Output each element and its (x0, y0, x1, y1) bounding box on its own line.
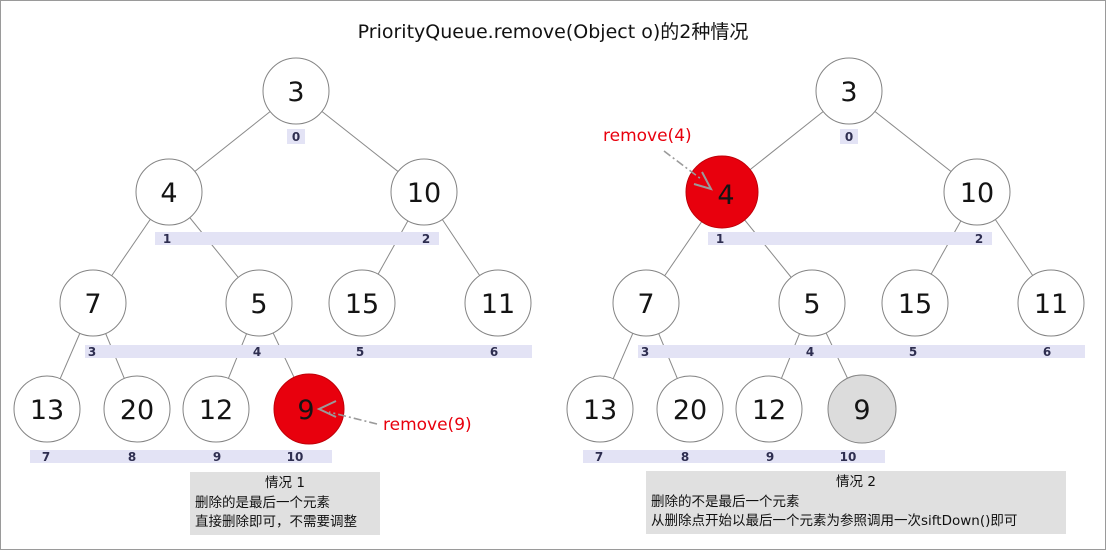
index-label: 2 (975, 232, 983, 246)
index-bar (30, 450, 332, 463)
heap-node-value: 20 (120, 395, 154, 426)
case1-caption-line2: 直接删除即可，不需要调整 (195, 514, 357, 531)
index-label: 7 (595, 450, 603, 464)
index-label: 9 (766, 450, 774, 464)
heap-node-removed (827, 374, 897, 444)
index-label: 2 (422, 232, 430, 246)
heap-node (943, 158, 1011, 226)
heap-node (262, 57, 330, 125)
heap-node (225, 269, 293, 337)
heap-node (135, 158, 203, 226)
index-label: 3 (641, 345, 649, 359)
heap-node-value: 4 (717, 180, 734, 211)
remove-arrow-line (663, 150, 702, 180)
index-label: 4 (806, 345, 814, 359)
heap-node-value: 4 (160, 178, 177, 209)
heap-node (13, 375, 81, 443)
heap-node (815, 57, 883, 125)
heap-node (1017, 269, 1085, 337)
remove-label: remove(9) (383, 415, 472, 435)
case2-caption-line2: 从删除点开始以最后一个元素为参照调用一次siftDown()即可 (651, 513, 1018, 530)
index-bar (85, 345, 532, 358)
heap-node (612, 269, 680, 337)
heap-node (59, 269, 127, 337)
heap-node-value: 9 (853, 395, 870, 426)
index-label: 7 (42, 450, 50, 464)
index-label: 6 (490, 345, 498, 359)
case2-caption-line1: 删除的不是最后一个元素 (651, 493, 800, 510)
heap-node (464, 269, 532, 337)
heap-node-value: 20 (673, 395, 707, 426)
index-label: 0 (845, 130, 853, 144)
heap-node-value: 7 (637, 289, 654, 320)
index-label: 10 (287, 450, 304, 464)
heap-node-value: 11 (1034, 289, 1068, 320)
heap-node (881, 269, 949, 337)
index-bar (638, 345, 1085, 358)
index-label: 3 (88, 345, 96, 359)
heap-node (328, 269, 396, 337)
heap-node-value: 10 (407, 178, 441, 209)
remove-arrowhead-icon (316, 400, 337, 418)
heap-node (735, 375, 803, 443)
index-label: 6 (1043, 345, 1051, 359)
case1-caption-line1: 删除的是最后一个元素 (195, 494, 330, 511)
heap-node-value: 5 (250, 289, 267, 320)
heap-node-value: 3 (840, 77, 857, 108)
heap-node-value: 5 (803, 289, 820, 320)
page-title: PriorityQueue.remove(Object o)的2种情况 (357, 21, 749, 43)
heap-node (566, 375, 634, 443)
remove-arrowhead-icon (693, 171, 713, 191)
index-label: 8 (128, 450, 136, 464)
case1-caption: 情况 1 删除的是最后一个元素 直接删除即可，不需要调整 (190, 472, 380, 535)
heap-node-value: 13 (583, 395, 617, 426)
index-label: 1 (716, 232, 724, 246)
index-bar (583, 450, 885, 463)
index-label: 10 (840, 450, 857, 464)
heap-node (778, 269, 846, 337)
heap-node-value: 3 (287, 77, 304, 108)
index-bar (708, 232, 992, 245)
heap-node-value: 10 (960, 178, 994, 209)
heap-node-highlighted (273, 373, 345, 445)
index-label: 4 (253, 345, 261, 359)
heap-node-value: 12 (199, 395, 233, 426)
index-bar (840, 129, 858, 144)
left-tree: 0 1 2 3 4 5 6 7 8 9 10 3 4 10 (13, 57, 532, 464)
case2-caption-title: 情况 2 (836, 474, 876, 490)
index-label: 1 (163, 232, 171, 246)
index-label: 5 (909, 345, 917, 359)
case1-caption-title: 情况 1 (265, 475, 305, 491)
remove-label: remove(4) (603, 126, 692, 146)
index-bar (155, 232, 439, 245)
heap-node-value: 12 (752, 395, 786, 426)
heap-node-value: 7 (84, 289, 101, 320)
index-label: 8 (681, 450, 689, 464)
heap-node-value: 11 (481, 289, 515, 320)
heap-node-value: 9 (297, 395, 314, 426)
index-label: 9 (213, 450, 221, 464)
index-label: 0 (292, 130, 300, 144)
index-bar (287, 129, 305, 144)
heap-node (182, 375, 250, 443)
heap-node-value: 15 (345, 289, 379, 320)
heap-node-value: 15 (898, 289, 932, 320)
case2-caption: 情况 2 删除的不是最后一个元素 从删除点开始以最后一个元素为参照调用一次sif… (646, 471, 1066, 534)
heap-node (390, 158, 458, 226)
heap-node (103, 375, 171, 443)
heap-node (656, 375, 724, 443)
heap-node-value: 13 (30, 395, 64, 426)
right-tree: 0 1 2 3 4 5 6 7 8 9 10 3 4 10 (566, 57, 1085, 464)
index-label: 5 (356, 345, 364, 359)
